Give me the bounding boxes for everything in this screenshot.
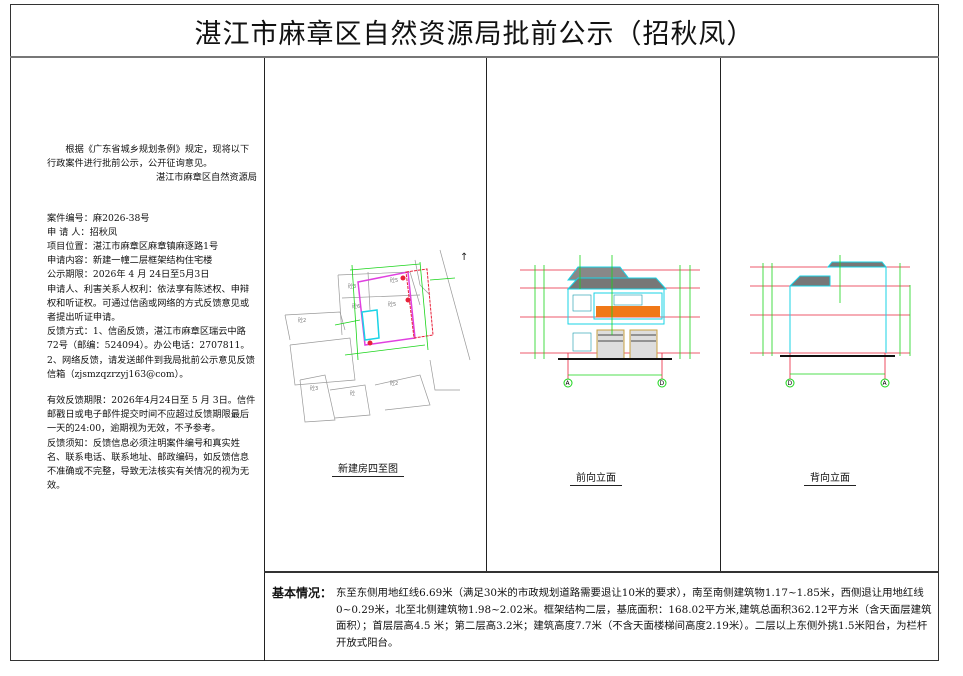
notice-frame: [10, 4, 939, 661]
case-number: 案件编号：麻2026-38号: [47, 212, 150, 224]
panel-divider: [486, 58, 487, 572]
site-plan-drawing: 砼3 砼5 砼6 砼5 砼2 砼2 砼3 砼 ↑: [284, 249, 471, 423]
basic-info-text: 东至东侧用地红线6.69米（满足30米的市政规划道路需要退让10米的要求），南至…: [336, 587, 932, 649]
front-elevation-drawing: A D: [520, 255, 700, 388]
svg-text:砼2: 砼2: [390, 380, 398, 387]
page-title: 湛江市麻章区自然资源局批前公示（招秋凤）: [10, 4, 939, 58]
feedback-method-mail: 反馈方式：1、信函反馈，湛江市麻章区瑞云中路72号（邮编：524094）。办公电…: [47, 326, 250, 352]
axis-label: D: [660, 380, 665, 387]
applicant: 申 请 人：招秋凤: [47, 226, 118, 238]
svg-text:↑: ↑: [460, 252, 468, 263]
axis-label: A: [883, 380, 888, 387]
feedback-deadline: 有效反馈期限：2026年4月24日至 5 月 3日。信件邮戳日或电子邮件提交时间…: [47, 395, 256, 435]
back-elevation-drawing: D A: [750, 255, 911, 388]
svg-text:砼6: 砼6: [352, 303, 360, 310]
feedback-method-email: 2、网络反馈，请发送邮件到我局批前公示意见反馈信箱（zjsmzqzrzyj163…: [47, 354, 255, 380]
axis-label: A: [566, 380, 571, 387]
left-column-divider: [264, 58, 265, 661]
back-elevation-caption: 背向立面: [804, 469, 856, 486]
axis-label: D: [788, 380, 793, 387]
feedback-notice: 反馈须知：反馈信息必须注明案件编号和真实姓名、联系电话、联系地址、邮政编码，如反…: [47, 437, 250, 492]
svg-text:砼2: 砼2: [298, 317, 306, 324]
svg-text:砼3: 砼3: [310, 385, 318, 392]
panel-divider: [720, 58, 721, 572]
basic-info-divider: [264, 571, 939, 573]
basic-info: 基本情况： 东至东侧用地红线6.69米（满足30米的市政规划道路需要退让10米的…: [272, 585, 932, 651]
issuer: 湛江市麻章区自然资源局: [155, 172, 257, 184]
intro-text: 根据《广东省城乡规划条例》规定，现将以下行政案件进行批前公示，公开征询意见。: [47, 144, 250, 170]
svg-text:砼5: 砼5: [388, 301, 396, 308]
site-plan-caption: 新建房四至图: [332, 460, 404, 477]
svg-text:砼3: 砼3: [348, 283, 356, 290]
rights-text: 申请人、利害关系人权利：依法享有陈述权、申辩权和听证权。可通过信函或网络的方式反…: [47, 283, 250, 324]
publicity-period: 公示期限：2026年 4 月 24日至5月3日: [47, 269, 210, 281]
basic-info-label: 基本情况：: [272, 586, 333, 600]
application-content: 申请内容：新建一幢二层框架结构住宅楼: [47, 255, 213, 267]
project-location: 项目位置：湛江市麻章区麻章镇麻逐路1号: [47, 241, 219, 253]
svg-text:砼5: 砼5: [390, 277, 398, 284]
svg-text:砼: 砼: [350, 390, 355, 397]
front-elevation-caption: 前向立面: [570, 469, 622, 486]
notice-text-panel: 根据《广东省城乡规划条例》规定，现将以下行政案件进行批前公示，公开征询意见。 湛…: [47, 143, 257, 493]
